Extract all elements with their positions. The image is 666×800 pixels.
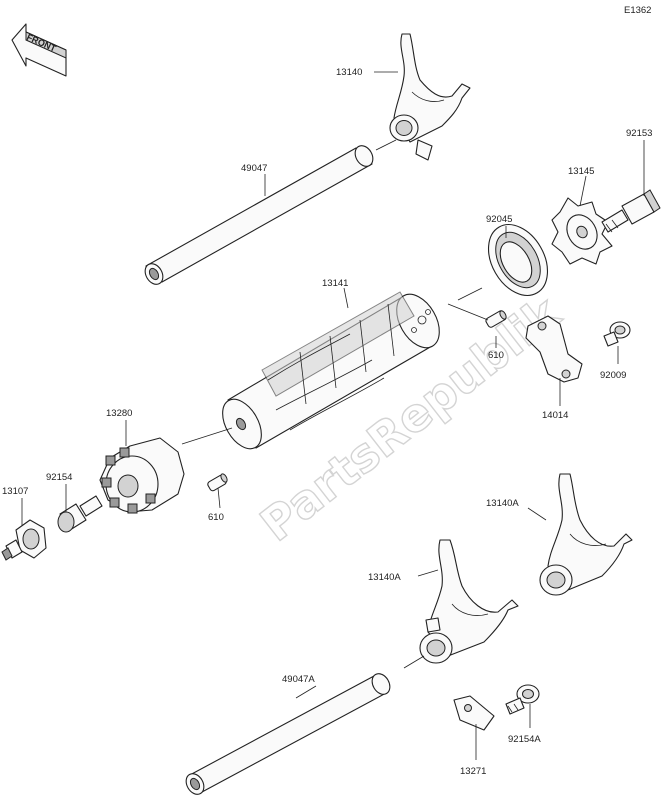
label-49047: 49047 [241,163,267,174]
label-92045: 92045 [486,214,512,225]
label-13141: 13141 [322,278,348,289]
label-13280: 13280 [106,408,132,419]
label-610-lower: 610 [208,512,224,523]
bolt-92154 [57,495,103,533]
label-92154A: 92154A [508,734,541,745]
front-arrow-icon: FRONT [11,23,67,77]
stopper-13271 [453,695,495,731]
label-13145: 13145 [568,166,594,177]
shift-gear-13280 [99,437,185,514]
leader-lines [21,71,645,760]
label-49047A: 49047A [282,674,315,685]
shift-shaft-49047A [185,673,391,795]
bearing-92045 [487,224,549,296]
label-13271: 13271 [460,766,486,777]
shift-fork-13140A-right [539,473,633,596]
shift-drum-13141 [222,291,440,450]
label-13140: 13140 [336,67,362,78]
label-14014: 14014 [542,410,568,421]
label-13140A-right: 13140A [486,498,519,509]
label-610-upper: 610 [488,350,504,361]
pin-610-upper [485,310,507,328]
shift-shaft-49047 [144,145,374,285]
label-13140A-left: 13140A [368,572,401,583]
bolt-92154A [505,684,540,715]
part-labels: 13140 49047 13145 92153 92045 13141 610 … [2,67,652,777]
label-13107: 13107 [2,486,28,497]
shift-fork-13140 [389,33,471,161]
diagram-code: E1362 [624,5,651,16]
bolt-92009 [603,321,631,347]
shift-fork-13140A-left [419,539,519,664]
bolt-92153 [601,189,661,233]
shift-drum-segment-13145 [551,197,613,265]
pin-610-lower [207,473,228,492]
cam-13107 [1,519,47,561]
label-92009: 92009 [600,370,626,381]
label-92154: 92154 [46,472,72,483]
label-92153: 92153 [626,128,652,139]
holder-14014 [525,315,583,383]
